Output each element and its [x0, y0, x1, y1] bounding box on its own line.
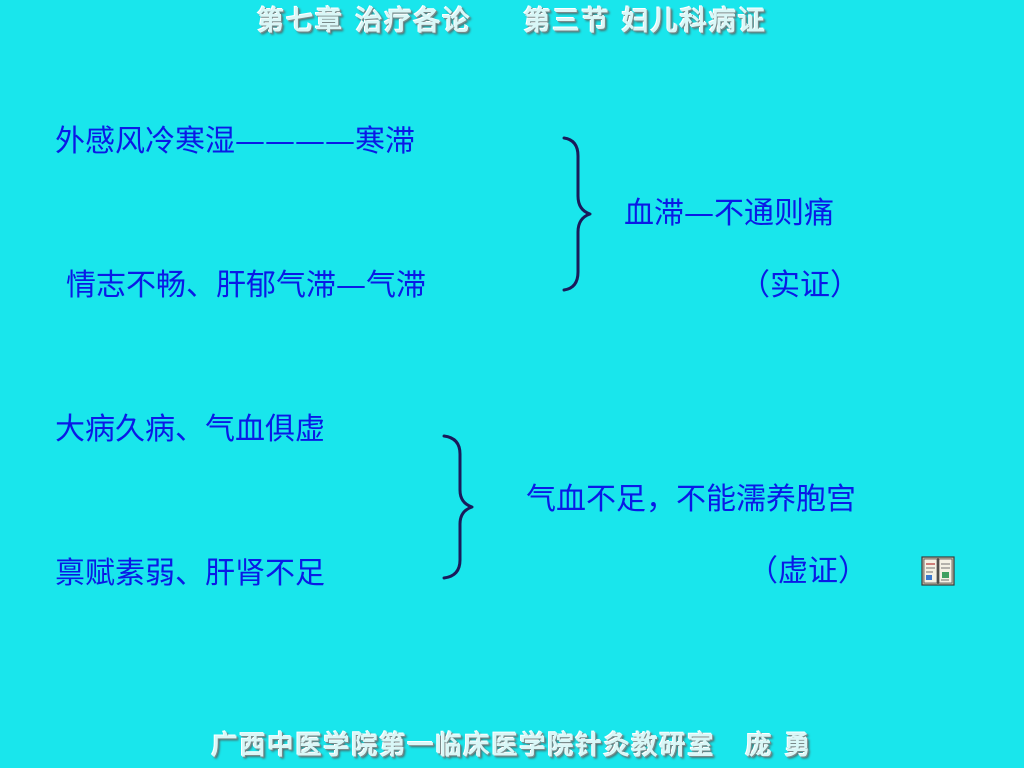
right-brace-1 [562, 136, 592, 292]
excess-cause-cold: 外感风冷寒湿————寒滞 [55, 124, 415, 159]
institution-name: 广西中医学院第一临床医学院针灸教研室 [211, 731, 716, 761]
slide-footer: 广西中医学院第一临床医学院针灸教研室庞 勇 [0, 728, 1024, 764]
right-brace-2 [442, 434, 474, 580]
excess-result: 血滞—不通则痛 [624, 196, 834, 231]
book-icon[interactable] [921, 556, 955, 586]
deficiency-cause-illness: 大病久病、气血俱虚 [55, 412, 325, 447]
deficiency-type: （虚证） [748, 554, 868, 589]
section-title: 第三节 妇儿科病证 [523, 6, 767, 37]
slide-header: 第七章 治疗各论 第三节 妇儿科病证 [0, 4, 1024, 40]
deficiency-result: 气血不足，不能濡养胞宫 [526, 482, 856, 517]
excess-type: （实证） [740, 268, 860, 303]
chapter-title: 第七章 治疗各论 [257, 6, 472, 37]
author-name: 庞 勇 [745, 731, 813, 761]
deficiency-cause-constitution: 禀赋素弱、肝肾不足 [55, 556, 325, 591]
excess-cause-emotion: 情志不畅、肝郁气滞—气滞 [66, 268, 426, 303]
